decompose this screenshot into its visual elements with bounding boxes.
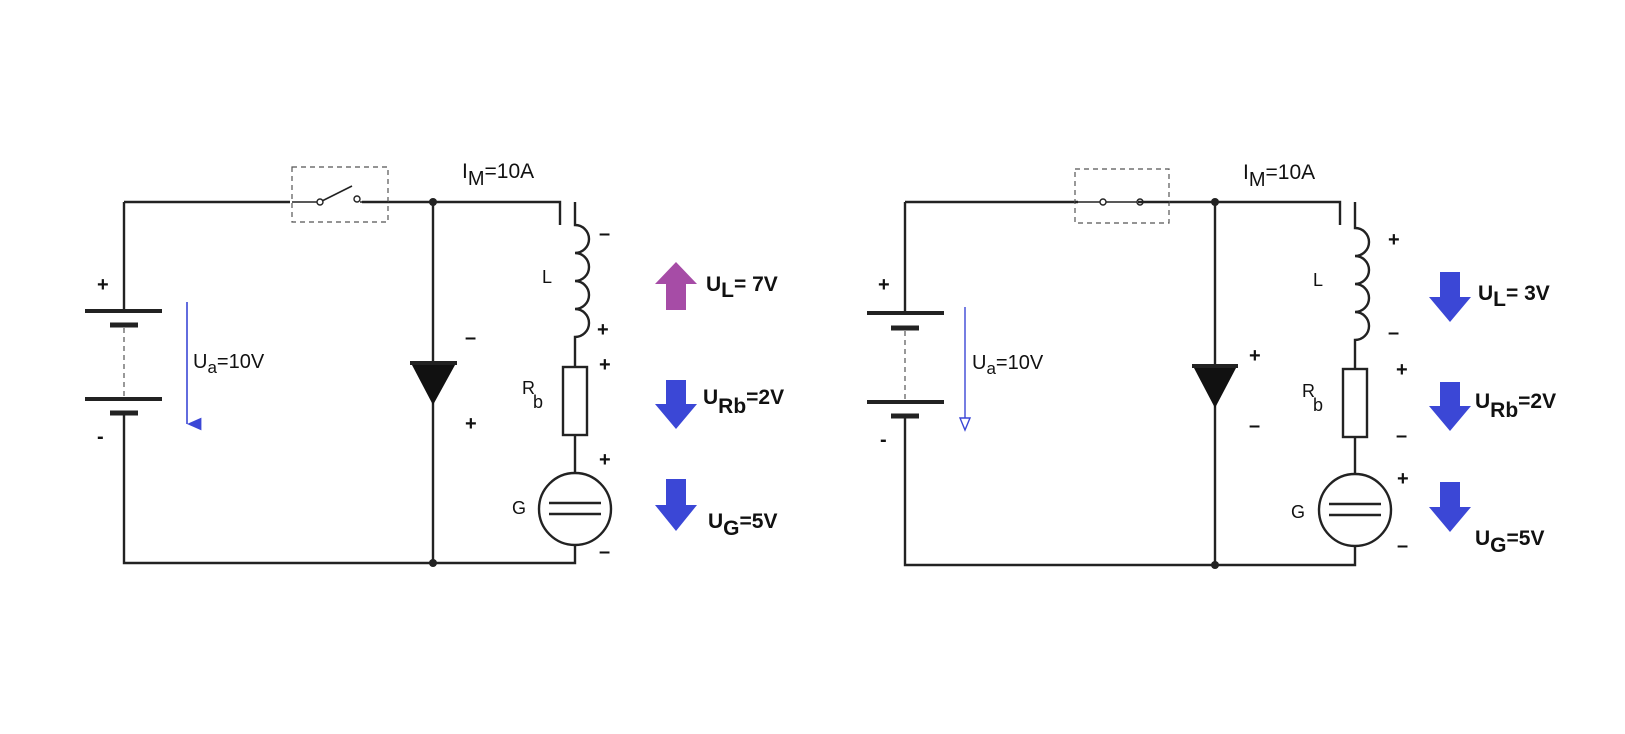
generator-top-sign: +	[1397, 468, 1409, 490]
diode-bottom-sign: +	[465, 413, 477, 435]
resistor-voltage-arrow-down	[655, 380, 697, 429]
diode-top-sign: +	[1249, 345, 1261, 367]
inductor-bottom-sign: +	[597, 319, 609, 341]
inductor-coil	[573, 202, 591, 370]
diode-bottom-sign: –	[1249, 415, 1260, 437]
junction-top	[1211, 198, 1219, 206]
inductor-coil	[1353, 202, 1371, 372]
inductor-top-sign: +	[1388, 229, 1400, 251]
junction-bottom	[1211, 561, 1219, 569]
freewheel-diode	[410, 361, 457, 405]
freewheel-diode	[1192, 364, 1238, 408]
generator-voltage-label: UG=5V	[708, 510, 777, 540]
right-circuit: + - Ua=10V IM=10A + – L + –	[867, 161, 1556, 569]
generator-top-sign: +	[599, 449, 611, 471]
source-voltage-arrow	[958, 307, 972, 432]
generator-voltage-arrow-down	[655, 479, 697, 531]
resistor-voltage-label: URb=2V	[703, 386, 784, 418]
inductor-top-sign: –	[599, 223, 610, 245]
inductor-bottom-sign: –	[1388, 322, 1399, 344]
resistor	[1341, 367, 1369, 439]
motor-current-label: IM=10A	[462, 160, 534, 190]
inductor-label: L	[542, 267, 552, 287]
inductor-label: L	[1313, 270, 1323, 290]
source-voltage-label: Ua=10V	[193, 351, 265, 377]
battery-plus: +	[878, 274, 890, 296]
resistor-voltage-arrow-down	[1429, 382, 1471, 431]
junction-bottom	[429, 559, 437, 567]
battery-minus: -	[880, 429, 887, 451]
motor-current-label: IM=10A	[1243, 161, 1315, 191]
generator-voltage-arrow-down	[1429, 482, 1471, 532]
generator	[1317, 472, 1393, 548]
inductor-voltage-label: UL= 3V	[1478, 282, 1550, 311]
junction-top	[429, 198, 437, 206]
resistor	[561, 365, 589, 437]
battery-plus: +	[97, 274, 109, 296]
battery	[85, 309, 162, 416]
source-voltage-label: Ua=10V	[972, 352, 1044, 378]
resistor-bottom-sign: –	[1396, 425, 1407, 447]
battery-minus: -	[97, 426, 104, 448]
generator-label: G	[1291, 502, 1305, 522]
generator-voltage-label: UG=5V	[1475, 527, 1544, 557]
generator	[537, 471, 613, 547]
generator-bottom-sign: –	[599, 541, 610, 563]
generator-bottom-sign: –	[1397, 535, 1408, 557]
resistor-top-sign: +	[599, 354, 611, 376]
inductor-voltage-label: UL= 7V	[706, 273, 778, 302]
battery	[867, 311, 944, 419]
resistor-top-sign: +	[1396, 359, 1408, 381]
inductor-voltage-arrow-up	[655, 262, 697, 310]
switch-open	[291, 166, 389, 223]
diode-top-sign: –	[465, 327, 476, 349]
inductor-voltage-arrow-down	[1429, 272, 1471, 322]
generator-label: G	[512, 498, 526, 518]
resistor-voltage-label: URb=2V	[1475, 390, 1556, 422]
switch-closed	[1074, 168, 1170, 224]
